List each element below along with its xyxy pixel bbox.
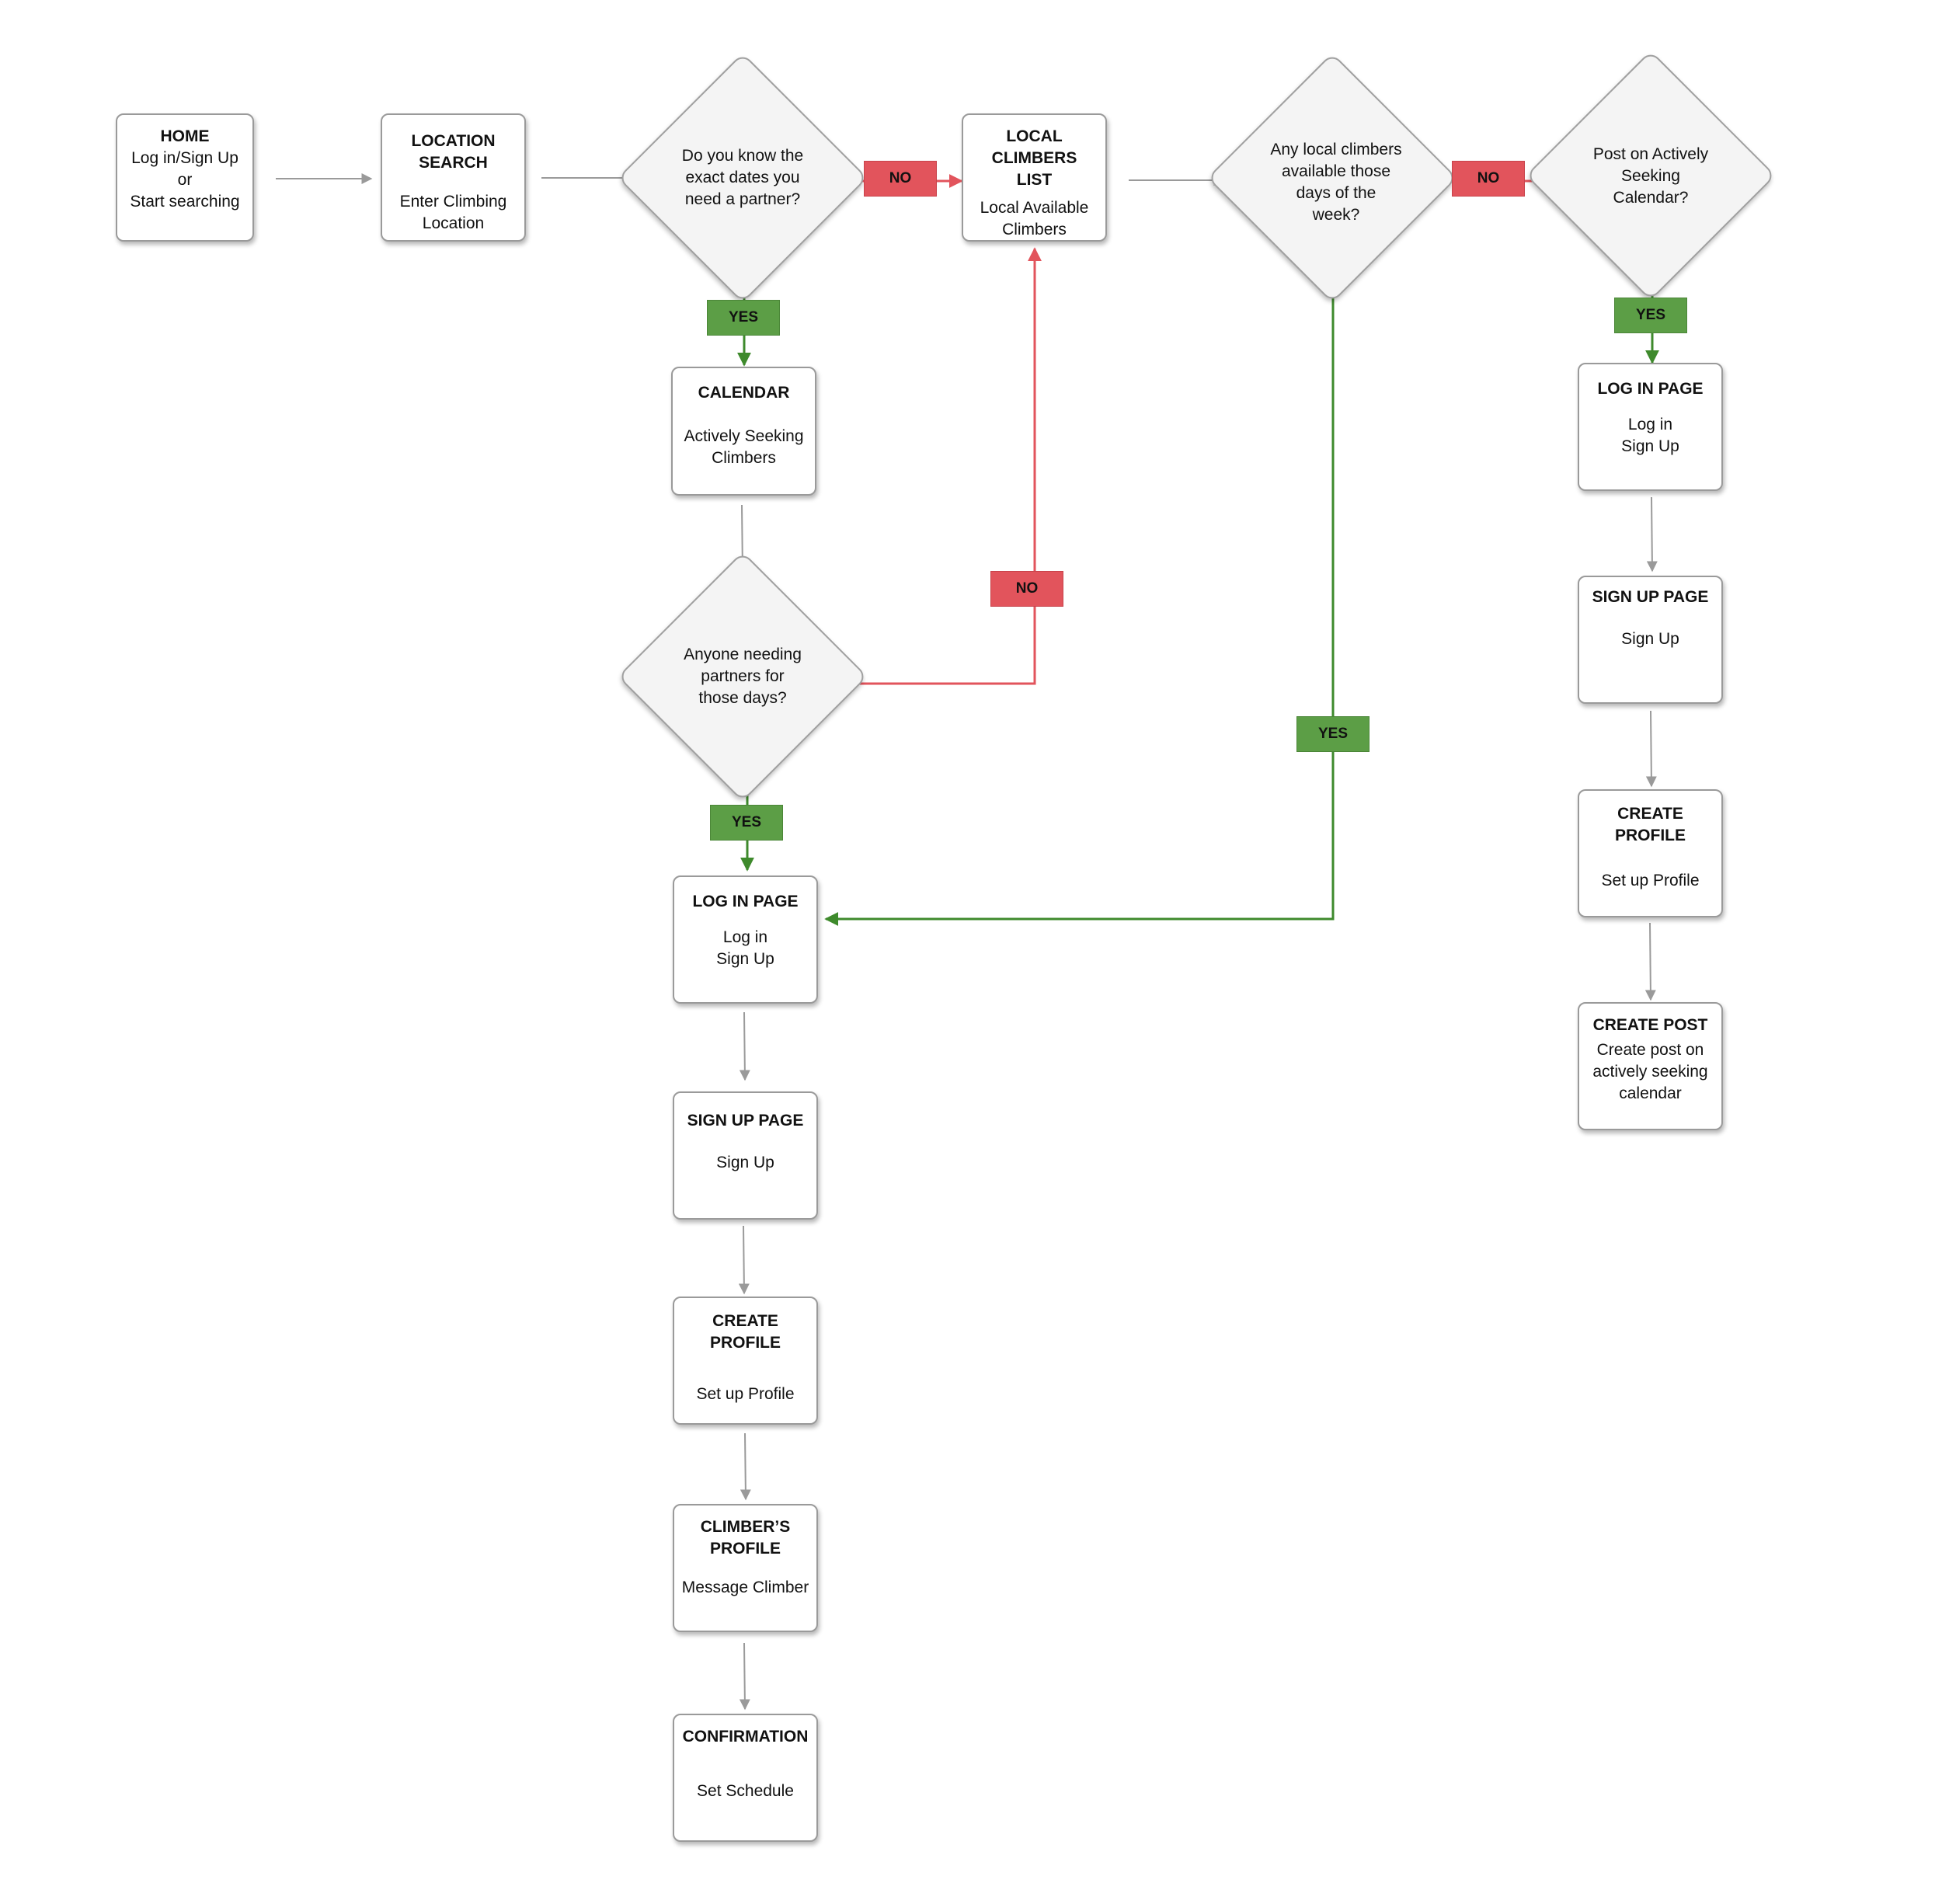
local-climbers-list-node: LOCAL CLIMBERS LIST Local Available Clim… (962, 113, 1107, 242)
climbers-profile-node: CLIMBER’S PROFILE Message Climber (673, 1504, 818, 1632)
edge-signupa-createa (738, 1225, 750, 1295)
create-profile-node-left: CREATE PROFILE Set up Profile (673, 1297, 818, 1425)
confirmation-node: CONFIRMATION Set Schedule (673, 1714, 818, 1842)
node-text: Message Climber (681, 1579, 809, 1596)
node-title: CREATE POST (1592, 1016, 1708, 1034)
edge-profile-confirm (739, 1642, 750, 1711)
node-title: LOCAL CLIMBERS LIST (991, 127, 1077, 189)
no-label: NO (864, 161, 937, 197)
edge-createb-post (1644, 922, 1656, 1001)
node-text: Sign Up (716, 1154, 774, 1171)
node-text: Set Schedule (697, 1782, 794, 1800)
node-text: Sign Up (1621, 630, 1679, 648)
node-title: SIGN UP PAGE (687, 1112, 804, 1130)
node-text: Log in/Sign Up or Start searching (130, 149, 240, 211)
node-title: CREATE PROFILE (709, 1312, 781, 1352)
node-text: Log in Sign Up (1621, 416, 1679, 455)
yes-label: YES (707, 300, 780, 336)
node-text: Actively Seeking Climbers (684, 427, 804, 467)
no-label: NO (990, 571, 1063, 607)
node-text: Set up Profile (1601, 872, 1700, 889)
login-page-node-left: LOG IN PAGE Log in Sign Up (673, 875, 818, 1004)
node-title: CREATE PROFILE (1614, 805, 1686, 844)
signup-page-node-left: SIGN UP PAGE Sign Up (673, 1091, 818, 1220)
node-title: LOG IN PAGE (692, 893, 799, 910)
calendar-node: CALENDAR Actively Seeking Climbers (671, 367, 816, 496)
edge-logina-signupa (739, 1011, 750, 1081)
node-title: CALENDAR (698, 384, 790, 402)
edge-createa-profile (740, 1432, 751, 1501)
node-title: LOCATION SEARCH (411, 132, 496, 172)
signup-page-node-right: SIGN UP PAGE Sign Up (1578, 576, 1723, 704)
no-label: NO (1452, 161, 1525, 197)
node-text: Enter Climbing Location (399, 193, 507, 232)
edge-yes-available-login (824, 286, 1335, 926)
node-text: Log in Sign Up (716, 928, 774, 968)
node-title: CLIMBER’S PROFILE (700, 1518, 791, 1558)
node-title: HOME (160, 127, 210, 145)
decision-anyone-needing: Anyone needing partners for those days? (684, 646, 802, 707)
yes-label: YES (710, 805, 783, 841)
edge-no-anyone-list (845, 247, 1042, 685)
node-text: Local Available Climbers (980, 199, 1089, 238)
node-title: CONFIRMATION (682, 1728, 809, 1746)
edge-loginb-signupb (1646, 496, 1658, 573)
location-search-node: LOCATION SEARCH Enter Climbing Location (381, 113, 526, 242)
decision-post-calendar: Post on Actively Seeking Calendar? (1592, 145, 1709, 207)
decision-local-available: Any local climbers available those days … (1270, 141, 1402, 224)
decision-know-dates: Do you know the exact dates you need a p… (681, 147, 804, 208)
create-profile-node-right: CREATE PROFILE Set up Profile (1578, 789, 1723, 917)
node-text: Set up Profile (696, 1385, 795, 1403)
node-title: LOG IN PAGE (1597, 380, 1704, 398)
yes-label: YES (1296, 716, 1369, 752)
yes-label: YES (1614, 298, 1687, 333)
create-post-node: CREATE POST Create post on actively seek… (1578, 1002, 1723, 1130)
home-node: HOME Log in/Sign Up or Start searching (116, 113, 254, 242)
node-text: Create post on actively seeking calendar (1592, 1041, 1708, 1102)
login-page-node-right: LOG IN PAGE Log in Sign Up (1578, 363, 1723, 491)
node-title: SIGN UP PAGE (1592, 588, 1709, 606)
